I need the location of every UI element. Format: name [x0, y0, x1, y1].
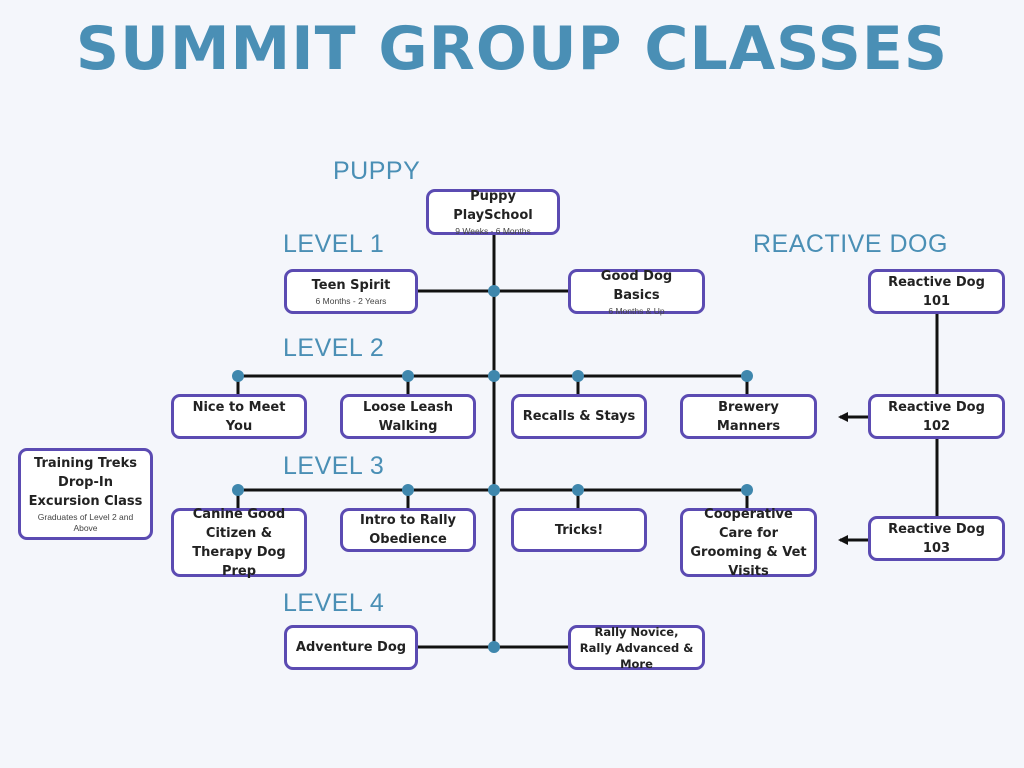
class-name: Loose Leash Walking [362, 399, 454, 434]
class-recalls-stays[interactable]: Recalls & Stays [511, 394, 647, 439]
class-training-treks[interactable]: Training Treks Drop-In Excursion Class G… [18, 448, 153, 540]
level-label-2: LEVEL 2 [283, 334, 385, 362]
junction-node [232, 484, 244, 496]
class-name: Canine Good Citizen & Therapy Dog Prep [192, 506, 286, 579]
class-reactive-dog-103[interactable]: Reactive Dog 103 [868, 516, 1005, 561]
class-canine-good-citizen[interactable]: Canine Good Citizen & Therapy Dog Prep [171, 507, 307, 579]
class-adventure-dog[interactable]: Adventure Dog [284, 625, 418, 670]
junction-node [402, 484, 414, 496]
class-good-dog-basics[interactable]: Good Dog Basics 6 Months & Up [568, 268, 705, 316]
class-name: Good Dog Basics [600, 268, 673, 303]
class-brewery-manners[interactable]: Brewery Manners [680, 394, 817, 439]
junction-node [402, 370, 414, 382]
class-age-range: 9 Weeks - 6 Months [455, 226, 531, 236]
class-name: Training Treks Drop-In Excursion Class [28, 456, 143, 509]
junction-node [488, 285, 500, 297]
class-name: Recalls & Stays [522, 409, 636, 424]
junction-node [741, 484, 753, 496]
class-name: Adventure Dog [295, 640, 407, 655]
class-eligibility: Graduates of Level 2 and Above [37, 512, 134, 533]
class-reactive-dog-101[interactable]: Reactive Dog 101 [868, 269, 1005, 314]
class-name: Tricks! [554, 522, 604, 538]
class-loose-leash-walking[interactable]: Loose Leash Walking [340, 394, 476, 439]
class-puppy-playschool[interactable]: Puppy PlaySchool 9 Weeks - 6 Months [426, 189, 560, 236]
page-title: SUMMIT GROUP CLASSES [75, 14, 949, 84]
class-name: Reactive Dog 101 [888, 274, 985, 309]
level-label-puppy: PUPPY [333, 157, 421, 185]
junction-node [741, 370, 753, 382]
junction-node [232, 370, 244, 382]
class-name: Reactive Dog 102 [888, 399, 985, 434]
junction-node [488, 370, 500, 382]
class-reactive-dog-102[interactable]: Reactive Dog 102 [868, 394, 1005, 439]
level-label-3: LEVEL 3 [283, 452, 385, 480]
class-name: Teen Spirit [311, 278, 391, 293]
class-name: Intro to Rally Obedience [359, 513, 456, 547]
class-name: Reactive Dog 103 [888, 521, 985, 556]
junction-node [572, 484, 584, 496]
class-cooperative-care[interactable]: Cooperative Care for Grooming & Vet Visi… [680, 507, 817, 579]
class-age-range: 6 Months & Up [608, 305, 665, 316]
class-name: Rally Novice, Rally Advanced & More [579, 624, 694, 671]
class-teen-spirit[interactable]: Teen Spirit 6 Months - 2 Years [284, 269, 418, 314]
class-name: Brewery Manners [716, 399, 781, 434]
class-tricks[interactable]: Tricks! [511, 508, 647, 552]
class-age-range: 6 Months - 2 Years [315, 296, 387, 306]
class-name: Cooperative Care for Grooming & Vet Visi… [690, 506, 807, 579]
class-intro-rally-obedience[interactable]: Intro to Rally Obedience [340, 508, 476, 552]
class-name: Nice to Meet You [192, 399, 286, 434]
level-label-reactive: REACTIVE DOG [753, 230, 948, 258]
class-name: Puppy PlaySchool [453, 189, 533, 223]
class-rally-novice[interactable]: Rally Novice, Rally Advanced & More [568, 624, 705, 671]
junction-node [488, 484, 500, 496]
junction-node [572, 370, 584, 382]
level-label-4: LEVEL 4 [283, 589, 385, 617]
junction-node [488, 641, 500, 653]
level-label-1: LEVEL 1 [283, 230, 385, 258]
class-nice-to-meet-you[interactable]: Nice to Meet You [171, 394, 307, 439]
